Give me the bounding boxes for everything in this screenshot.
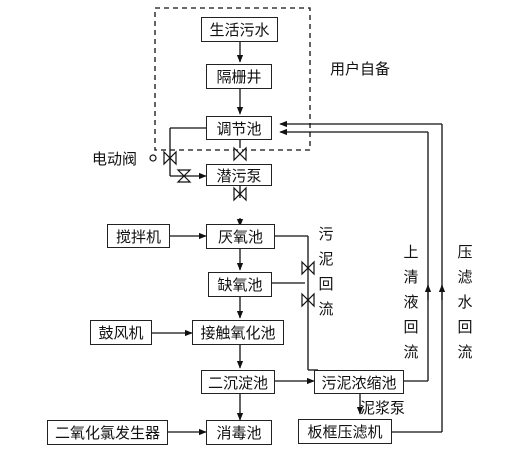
label-electric-valve: 电动阀 — [92, 150, 138, 168]
valve-icon — [233, 186, 247, 202]
motor-icon — [149, 154, 157, 162]
electric-valve-icon — [163, 150, 177, 166]
node-domestic-sewage: 生活污水 — [201, 17, 278, 42]
node-anoxic-tank: 缺氧池 — [208, 272, 272, 297]
node-bar-screen-well: 隔栅井 — [206, 64, 272, 89]
node-stirrer: 搅拌机 — [107, 224, 170, 248]
node-contact-oxidation-tank: 接触氧化池 — [192, 320, 284, 345]
valve-icon — [176, 169, 192, 183]
user-provided-boundary — [154, 7, 311, 151]
label-user-provided: 用户自备 — [330, 60, 391, 78]
label-filtrate-return: 压滤水回流 — [457, 243, 473, 361]
valve-icon — [301, 260, 315, 276]
label-supernatant-return: 上清液回流 — [403, 243, 419, 361]
node-chlorine-dioxide-generator: 二氧化氯发生器 — [47, 420, 168, 445]
node-plate-frame-filter-press: 板框压滤机 — [298, 419, 392, 444]
valve-icon — [301, 292, 315, 308]
node-sludge-thickener: 污泥浓缩池 — [314, 370, 404, 394]
node-regulating-tank: 调节池 — [206, 116, 272, 140]
valve-icon — [233, 146, 247, 162]
node-anaerobic-tank: 厌氧池 — [206, 224, 275, 249]
node-disinfection-tank: 消毒池 — [206, 420, 272, 445]
label-sludge-pump: 泥浆泵 — [360, 399, 406, 417]
label-sludge-return: 污泥回流 — [318, 225, 334, 318]
node-secondary-clarifier: 二沉淀池 — [201, 370, 275, 394]
node-submersible-pump: 潜污泵 — [206, 164, 272, 186]
node-blower: 鼓风机 — [90, 320, 152, 345]
